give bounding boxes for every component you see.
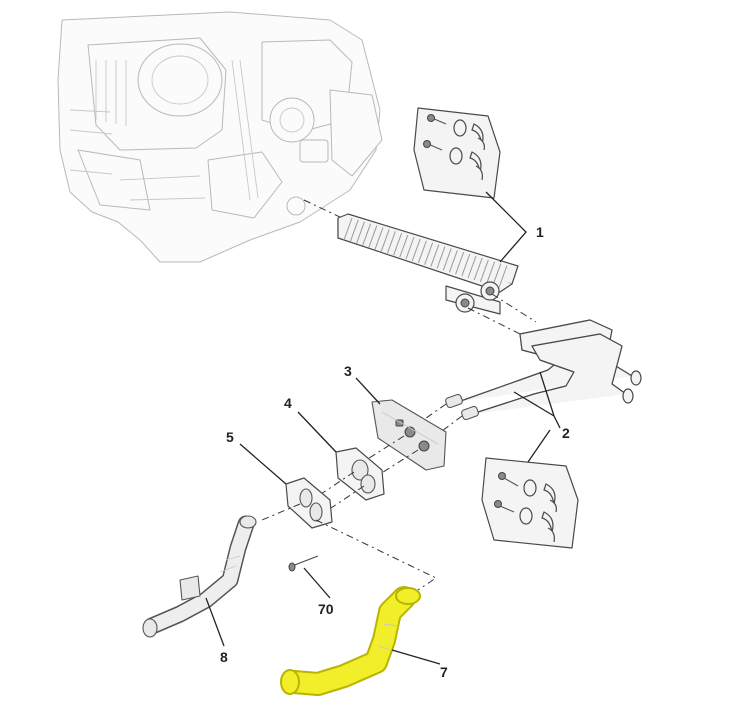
gasket-large [335, 447, 385, 501]
heater-core-fin [430, 244, 440, 267]
heater-core-fin [349, 219, 359, 243]
heater-core-fin [405, 236, 415, 260]
gasket-axis-line-a [317, 471, 355, 497]
hose8-axis-line [261, 503, 301, 521]
heater-core-fin [368, 225, 378, 248]
callout-1: 1 [536, 224, 544, 240]
callout-4: 4 [284, 395, 292, 411]
screw [288, 555, 319, 572]
hardware-kit-bottom [481, 457, 579, 549]
heater-core-fin [343, 217, 353, 241]
heater-core-fin [486, 261, 496, 284]
callout-3: 3 [344, 363, 352, 379]
heater-core-fin [479, 259, 489, 282]
callout-3-leader [355, 377, 381, 405]
heater-core-fin [393, 233, 403, 256]
heater-core-fin [436, 246, 446, 269]
bracket-plate [371, 399, 447, 471]
heater-core-fin [467, 255, 477, 279]
heater-core-fin [411, 238, 421, 262]
heater-core-fin [461, 253, 471, 277]
core-axis-line-a [467, 307, 525, 337]
callout-7: 7 [440, 664, 448, 680]
heater-core-fin [473, 257, 483, 281]
pipe-assembly [445, 319, 642, 421]
heater-core-fin [399, 234, 409, 258]
gasket-axis-line-b [327, 485, 365, 511]
callout-1-leader [485, 191, 527, 263]
callout-8-leader [205, 597, 225, 647]
plate-axis-line-b [379, 449, 419, 475]
heater-core-fin [386, 231, 396, 254]
callout-8: 8 [220, 649, 228, 665]
heater-core-fin [374, 227, 384, 250]
heater-core-fin [448, 250, 458, 273]
heater-core-fin [380, 229, 390, 252]
callout-70-leader [303, 567, 331, 599]
pipe-axis-line-b [429, 415, 463, 441]
callout-70: 70 [318, 601, 334, 617]
hose-grey [142, 515, 257, 638]
heater-core-fin [455, 252, 465, 275]
callout-2: 2 [562, 425, 570, 441]
heater-core-fin [417, 240, 427, 263]
heater-core-fin [442, 248, 452, 271]
callout-5: 5 [226, 429, 234, 445]
callout-2-kit-leader [527, 429, 551, 463]
housing-axis-line [303, 199, 343, 219]
hardware-kit-top [413, 107, 501, 199]
callout-2-leader [513, 371, 561, 429]
heater-core-fin [424, 242, 434, 265]
heater-core-fin [355, 221, 365, 244]
hvac-housing-illustration [57, 11, 383, 263]
hose7-axis-line [315, 519, 438, 591]
callout-5-leader [239, 443, 287, 485]
callout-7-leader [391, 649, 441, 665]
gasket-small [285, 477, 333, 529]
callout-4-leader [297, 411, 337, 453]
heater-core [337, 213, 519, 315]
hose-highlighted [280, 586, 421, 696]
heater-core-fin [362, 223, 372, 246]
heater-core-fin [492, 263, 502, 286]
heater-core-fin [498, 265, 508, 288]
plate-axis-line-a [365, 435, 405, 461]
